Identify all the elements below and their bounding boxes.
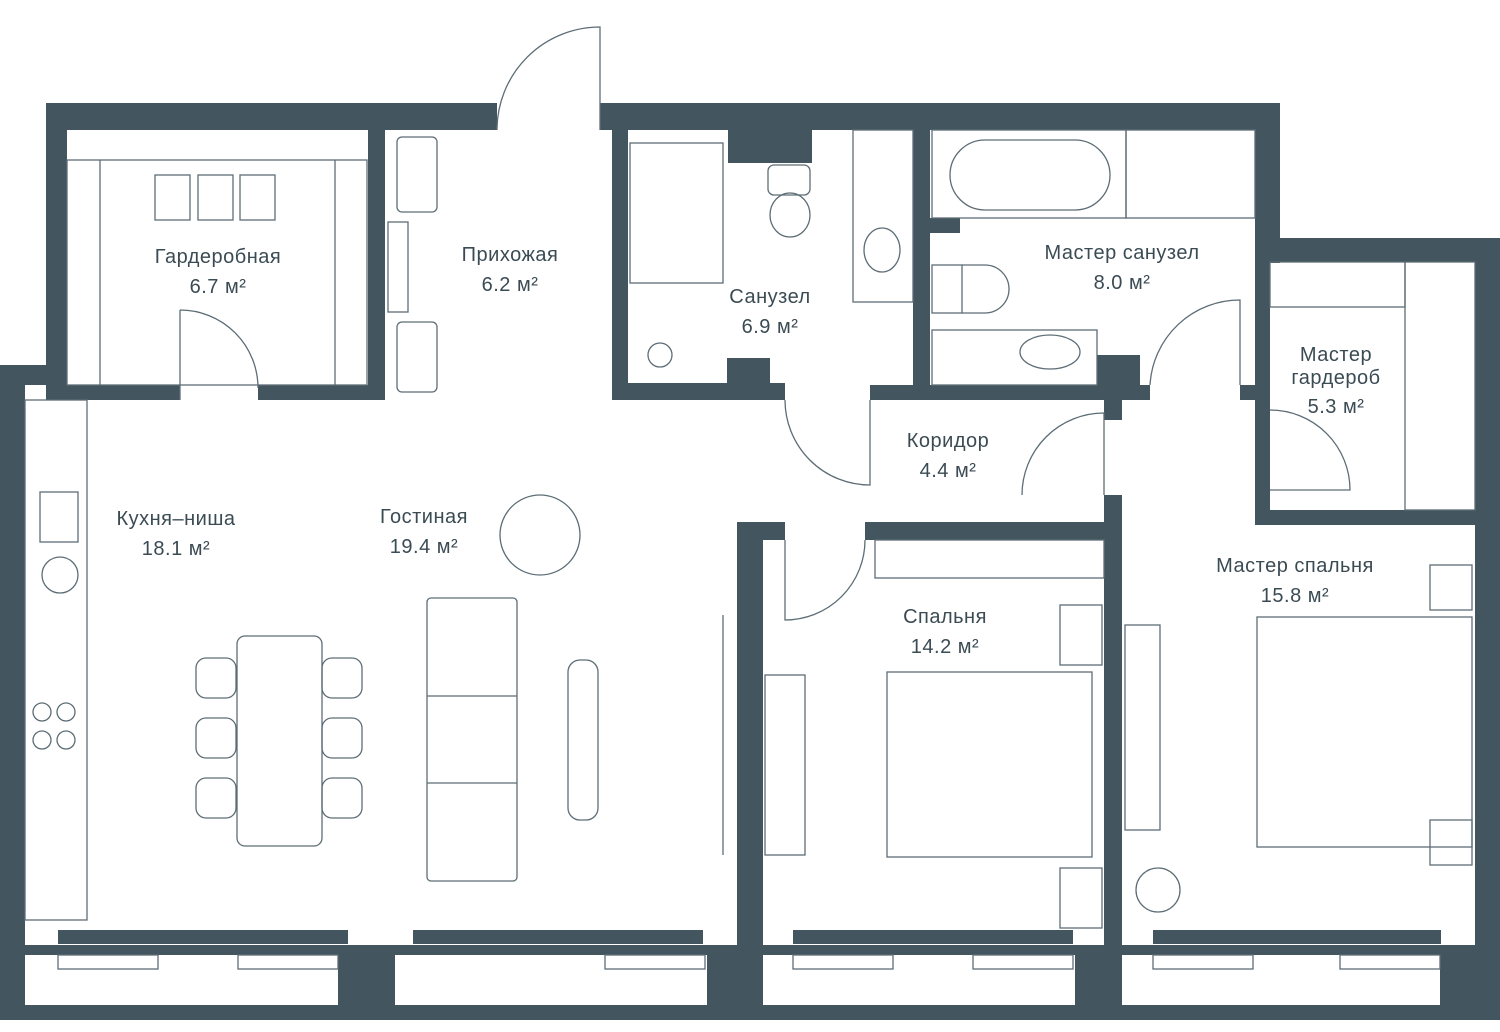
room-area: 14.2 м² (911, 636, 979, 658)
room-label-bedroom: Спальня 14.2 м² (903, 606, 987, 658)
windows (57, 954, 1441, 970)
room-name: Прихожая (462, 244, 559, 266)
room-name: Гостиная (380, 506, 468, 528)
room-name: Гардеробная (155, 246, 282, 268)
room-area: 6.9 м² (742, 316, 799, 338)
room-label-kitchen: Кухня–ниша 18.1 м² (116, 508, 235, 560)
room-name: Санузел (729, 286, 810, 308)
room-name: Спальня (903, 606, 987, 628)
room-area: 8.0 м² (1094, 272, 1151, 294)
room-label-corridor: Коридор 4.4 м² (907, 430, 989, 482)
walls (0, 103, 1500, 1020)
room-name: Кухня–ниша (116, 508, 235, 530)
room-label-hallway: Прихожая 6.2 м² (462, 244, 559, 296)
room-label-wardrobe: Гардеробная 6.7 м² (155, 246, 282, 298)
room-area: 4.4 м² (920, 460, 977, 482)
room-area: 18.1 м² (142, 538, 210, 560)
furniture (24, 129, 1476, 929)
room-area: 6.2 м² (482, 274, 539, 296)
room-name: Мастер спальня (1216, 555, 1374, 577)
room-area: 19.4 м² (390, 536, 458, 558)
room-label-master-wardrobe: Мастер гардероб 5.3 м² (1291, 344, 1380, 418)
room-label-master-bedroom: Мастер спальня 15.8 м² (1216, 555, 1374, 607)
room-name: Мастер (1300, 344, 1372, 366)
room-area: 15.8 м² (1261, 585, 1329, 607)
room-area: 5.3 м² (1308, 396, 1365, 418)
room-name: гардероб (1291, 367, 1380, 389)
room-label-bathroom: Санузел 6.9 м² (729, 286, 810, 338)
room-label-master-bathroom: Мастер санузел 8.0 м² (1045, 242, 1200, 294)
room-name: Коридор (907, 430, 989, 452)
room-label-living-room: Гостиная 19.4 м² (380, 506, 468, 558)
room-name: Мастер санузел (1045, 242, 1200, 264)
room-area: 6.7 м² (190, 276, 247, 298)
